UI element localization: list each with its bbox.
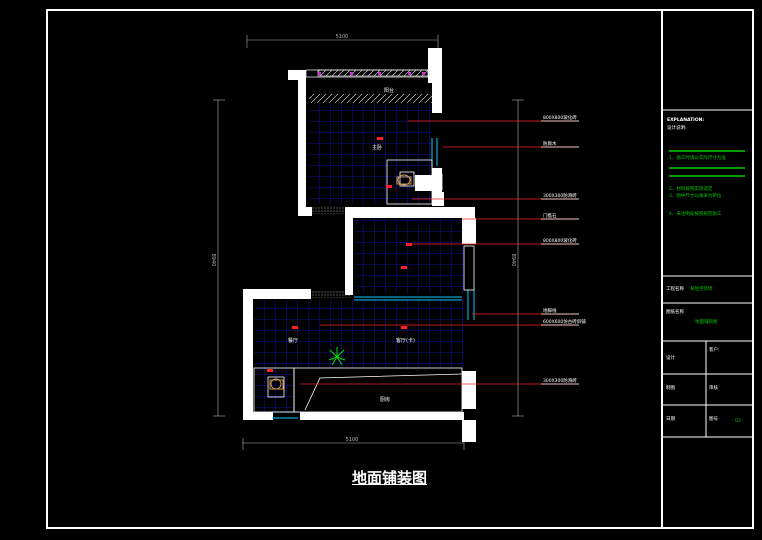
callout-5: 800X800玻化砖 [543, 237, 577, 244]
plant-icon [328, 347, 346, 366]
company-value: 某住宅装修 [690, 285, 713, 292]
top-window-marks [318, 72, 425, 75]
dimension-lines [213, 35, 524, 450]
callout-1: 800X800玻化砖 [543, 114, 577, 121]
lower-room-tile-grid [254, 300, 464, 368]
date-label: 日期 [666, 416, 675, 422]
explanation-header: EXPLANATION: [667, 117, 704, 123]
room-label-balcony: 阳台 [384, 87, 394, 94]
callout-2: 防腐木 [543, 140, 557, 147]
client-label: 客户: [709, 346, 720, 353]
fixtures [269, 174, 412, 390]
dim-left: 8940 [210, 254, 216, 267]
leader-terminals [541, 120, 579, 385]
note-3: 3、图中尺寸以毫米为单位 [669, 192, 722, 199]
drawing-name-label: 图纸名称 [666, 308, 684, 315]
title-block-frame [661, 9, 754, 529]
sill-strip-low [312, 207, 348, 214]
top-window-frame [305, 69, 429, 78]
note-1: 1、施工时请以实际尺寸为准 [669, 154, 726, 161]
callout-8: 300X300防滑砖 [543, 377, 577, 384]
company-label: 工程名称 [666, 285, 684, 292]
dim-top: 5100 [336, 34, 349, 40]
middle-room-tile-grid [355, 218, 464, 294]
room-label-kitchen: 厨房 [380, 396, 390, 403]
callout-4: 门槛石 [543, 212, 557, 219]
dim-right: 8940 [510, 254, 516, 267]
note-4: 4、未注明处按照规范施工 [669, 210, 722, 217]
callout-6: 地脚线 [543, 307, 557, 314]
title-block-grid [662, 109, 753, 438]
drawing-name-value: 地面铺装图 [695, 318, 718, 325]
balcony-hatch [309, 94, 433, 103]
walls [243, 48, 476, 442]
drafter-label: 制图 [666, 384, 675, 391]
room-tags [267, 137, 412, 372]
entry-tile-grid [254, 368, 294, 412]
room-label-bedroom-upper: 主卧 [372, 144, 382, 151]
check-label: 审核 [709, 384, 718, 391]
sheet-number: 03 [735, 418, 741, 424]
sill-strip-top [317, 69, 431, 77]
sill-strip-mid [311, 290, 351, 298]
designer-label: 设计 [666, 354, 675, 361]
note-2: 2、材料按照实际选定 [669, 185, 713, 192]
windows [272, 138, 475, 419]
explanation-sub: 设计说明: [667, 124, 687, 131]
drawing-title: 地面铺装图 [352, 469, 428, 487]
room-label-dining: 餐厅 [288, 337, 298, 344]
interior-outlines [253, 159, 475, 413]
sheet-label: 图号 [709, 416, 718, 422]
bath-fixture [431, 173, 443, 191]
callout-7: 600X600仿古砖斜铺 [543, 318, 586, 325]
upper-bedroom-tile-grid [309, 103, 433, 204]
room-label-living: 客厅(卡) [396, 337, 415, 344]
dim-bottom: 5100 [346, 437, 359, 443]
callout-3: 300X300防滑砖 [543, 192, 577, 199]
